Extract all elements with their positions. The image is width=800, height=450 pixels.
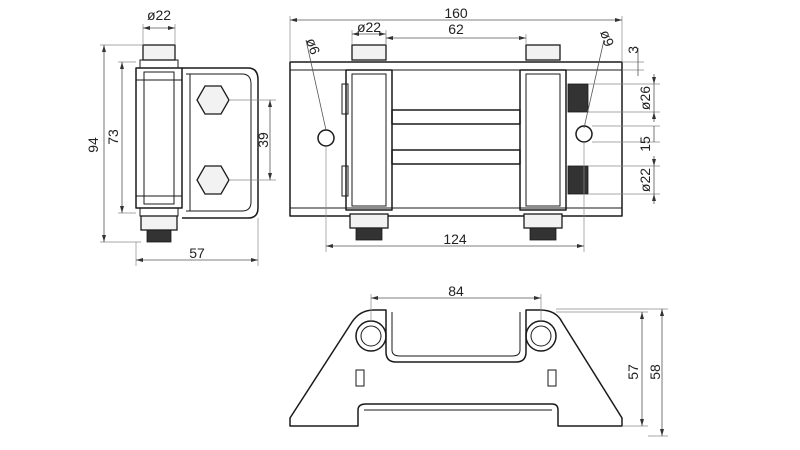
dim-front-hole-large: ø9	[597, 28, 617, 49]
front-view: 160 ø22 62 ø6 ø9 3 ø26	[289, 5, 660, 252]
side-hex-bolt-upper	[196, 85, 230, 115]
dim-side-bolt-dia: ø22	[147, 7, 171, 23]
side-bottom-nut	[140, 215, 178, 231]
dim-front-hole-small: ø6	[303, 36, 323, 57]
side-roller	[135, 67, 183, 209]
dim-front-bolt-dia-lower: ø22	[637, 168, 653, 192]
front-hole-right	[575, 125, 593, 143]
dim-front-slot: 15	[637, 136, 653, 152]
dim-front-roller-dia: ø26	[637, 86, 653, 110]
front-left-bottom-nut	[349, 213, 389, 229]
front-right-top-nut	[525, 44, 561, 61]
dim-front-edge-offset: 3	[625, 46, 641, 54]
front-right-knurl-upper	[567, 83, 589, 113]
dim-front-base-length: 124	[443, 231, 467, 247]
front-center-bar-top	[391, 109, 521, 125]
dim-front-roller-spacing: 62	[448, 21, 464, 37]
front-right-bottom-nut	[523, 213, 563, 229]
dim-side-height-outer: 94	[85, 137, 101, 153]
front-left-roller	[345, 69, 393, 211]
dim-front-bolt-dia: ø22	[357, 19, 381, 35]
front-left-top-nut	[351, 44, 387, 61]
bottom-body	[289, 309, 623, 427]
front-center-bar-bottom	[391, 149, 521, 165]
front-right-thread	[529, 227, 557, 241]
bottom-slot-left	[355, 369, 365, 387]
side-view: ø22 94 73 39 57	[85, 7, 276, 266]
side-hex-bolt-lower	[196, 165, 230, 195]
front-plate	[289, 61, 623, 217]
dim-bottom-height-inner: 57	[625, 364, 641, 380]
dim-side-width: 57	[189, 245, 205, 261]
dim-side-bolt-spacing: 39	[255, 132, 271, 148]
front-right-knurl-lower	[567, 165, 589, 195]
bottom-slot-right	[547, 369, 557, 387]
side-thread	[146, 229, 172, 243]
front-left-thread	[355, 227, 383, 241]
dim-bottom-top-span: 84	[448, 283, 464, 299]
dim-bottom-height-outer: 58	[647, 364, 663, 380]
side-frame	[182, 67, 259, 219]
bottom-view: 84 57 58	[289, 283, 668, 437]
dim-side-height-inner: 73	[105, 129, 121, 145]
dim-front-length: 160	[444, 5, 468, 21]
side-top-nut	[142, 44, 176, 61]
front-hole-left	[317, 129, 335, 147]
front-right-roller	[519, 69, 567, 211]
